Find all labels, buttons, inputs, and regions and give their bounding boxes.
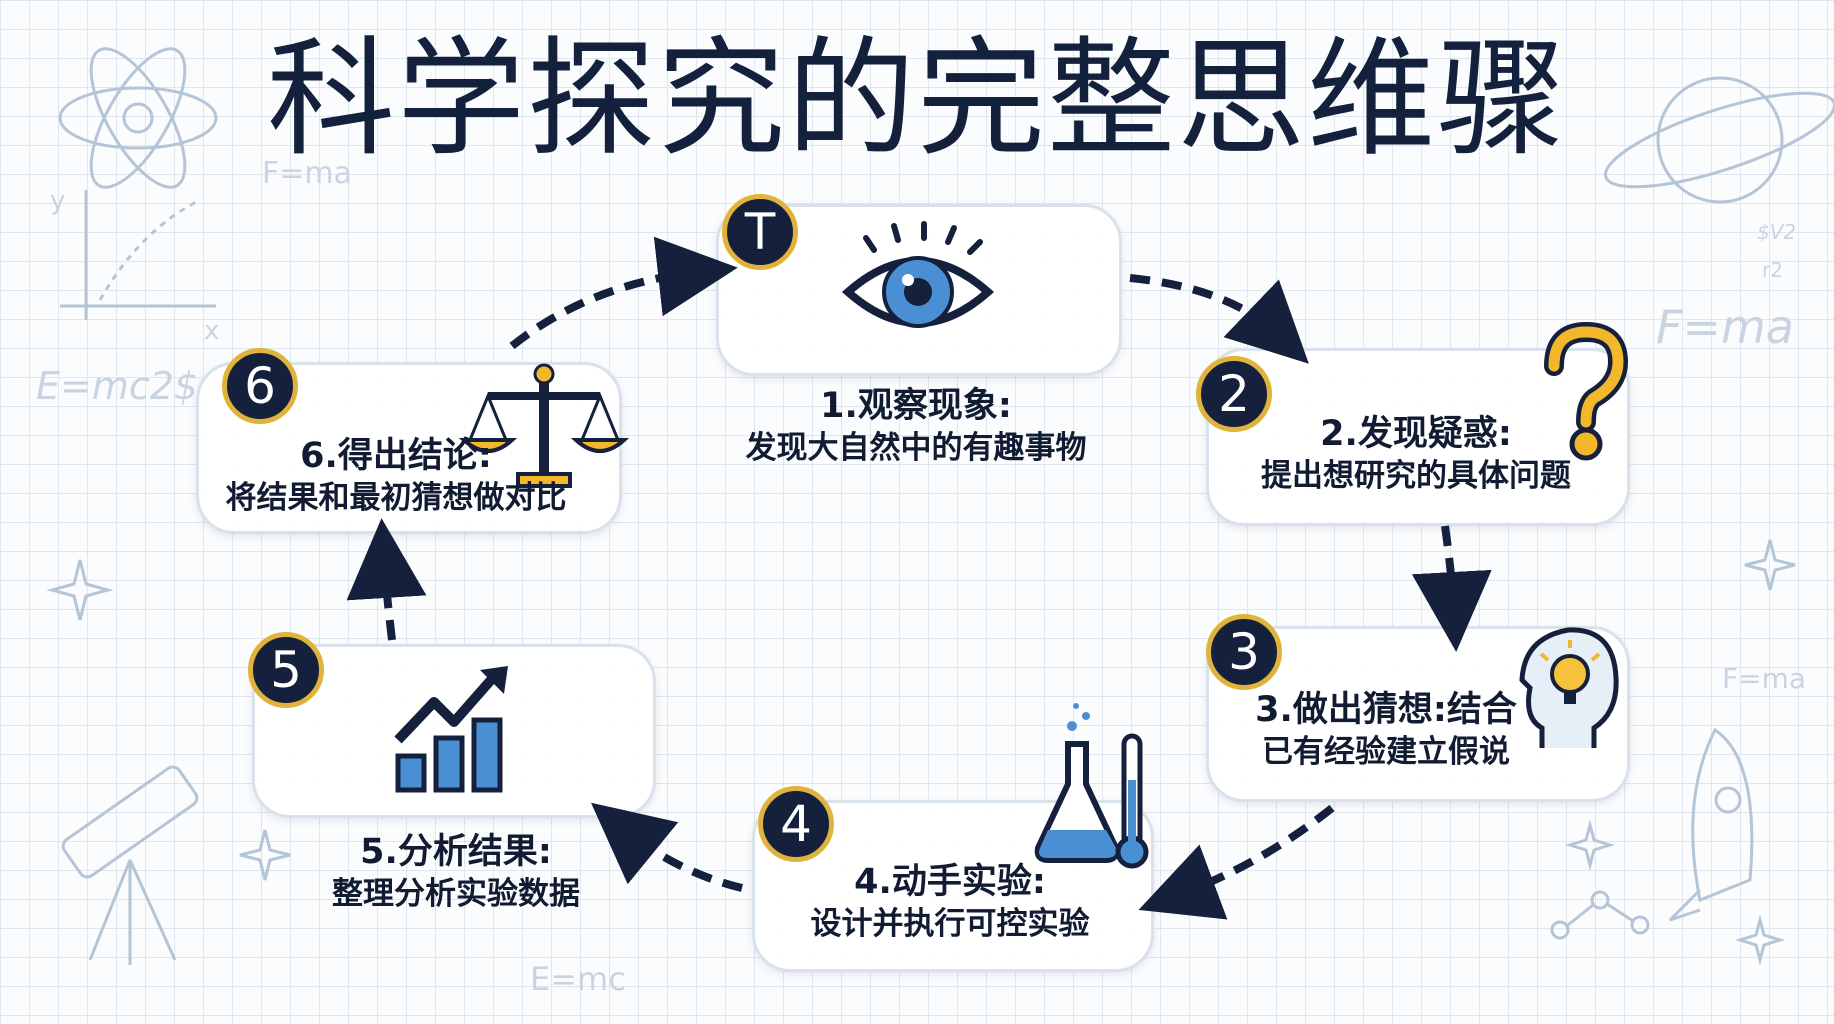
- step-title: 2.发现疑惑:: [1320, 414, 1512, 454]
- step-description: 整理分析实验数据: [332, 876, 580, 912]
- telescope-icon: [61, 765, 199, 965]
- step-description: 发现大自然中的有趣事物: [745, 430, 1087, 466]
- step-description: 设计并执行可控实验: [810, 906, 1090, 942]
- sparkle-icon: [46, 559, 114, 621]
- step-badge-4: 4: [758, 786, 834, 862]
- formula-text: E=mc: [530, 960, 626, 998]
- step-title: 6.得出结论:: [300, 436, 492, 476]
- formula-text: $V2: [1757, 220, 1797, 244]
- lightbulb-head-icon: [1519, 627, 1619, 748]
- step-badge-6: 6: [222, 348, 298, 424]
- molecule-icon: [1550, 890, 1650, 940]
- arrow-4-to-5: [590, 802, 743, 892]
- flask-thermometer-icon: [1034, 703, 1149, 869]
- formula-text: E=mc2$: [36, 364, 199, 408]
- step-label-1: 1.观察现象: 发现大自然中的有趣事物: [696, 384, 1136, 468]
- question-mark-icon: [1544, 321, 1629, 461]
- sparkle-icon: [1744, 539, 1796, 591]
- sparkle-icon: [1564, 819, 1616, 871]
- step-title: 5.分析结果:: [360, 832, 552, 872]
- arrow-6-to-1: [509, 236, 738, 350]
- axis-label: y: [50, 186, 66, 216]
- step-label-3: 3.做出猜想:结合 已有经验建立假说: [1236, 688, 1536, 772]
- formula-text: F=ma: [262, 156, 352, 191]
- formula-text: r2: [1762, 258, 1783, 282]
- arrow-3-to-4: [1138, 804, 1335, 920]
- step-description: 提出想研究的具体问题: [1261, 458, 1571, 494]
- formula-text: F=ma: [1722, 662, 1806, 695]
- step-label-5: 5.分析结果: 整理分析实验数据: [286, 830, 626, 914]
- step-badge-3: 3: [1206, 614, 1282, 690]
- step-card-2: [1206, 348, 1630, 526]
- bar-chart-icon: [394, 666, 508, 793]
- step-badge-2: 2: [1196, 356, 1272, 432]
- atom-icon: [58, 47, 218, 189]
- axes-icon: [60, 190, 216, 320]
- formula-text: F=ma: [1656, 300, 1794, 354]
- axis-label: x: [204, 316, 220, 346]
- sparkle-icon: [1734, 914, 1786, 966]
- arrow-1-to-2: [1129, 274, 1309, 364]
- step-title: 4.动手实验:: [854, 862, 1046, 902]
- eye-icon: [841, 221, 995, 328]
- step-label-4: 4.动手实验: 设计并执行可控实验: [770, 860, 1130, 944]
- step-label-2: 2.发现疑惑: 提出想研究的具体问题: [1226, 412, 1606, 496]
- sparkle-icon: [239, 829, 291, 881]
- arrow-2-to-3: [1411, 525, 1492, 652]
- step-badge-1: T: [722, 194, 798, 270]
- arrow-5-to-6: [346, 518, 427, 641]
- step-badge-5: 5: [248, 632, 324, 708]
- step-label-6: 6.得出结论: 将结果和最初猜想做对比: [196, 434, 596, 518]
- rocket-icon: [1668, 727, 1754, 922]
- step-description: 已有经验建立假说: [1262, 734, 1510, 770]
- step-title: 3.做出猜想:结合: [1255, 690, 1517, 730]
- step-description: 将结果和最初猜想做对比: [225, 480, 567, 516]
- page-title: 科学探究的完整思维骤: [266, 25, 1567, 174]
- scales-icon: [458, 363, 630, 488]
- step-title: 1.观察现象:: [820, 386, 1012, 426]
- planet-icon: [1603, 76, 1834, 204]
